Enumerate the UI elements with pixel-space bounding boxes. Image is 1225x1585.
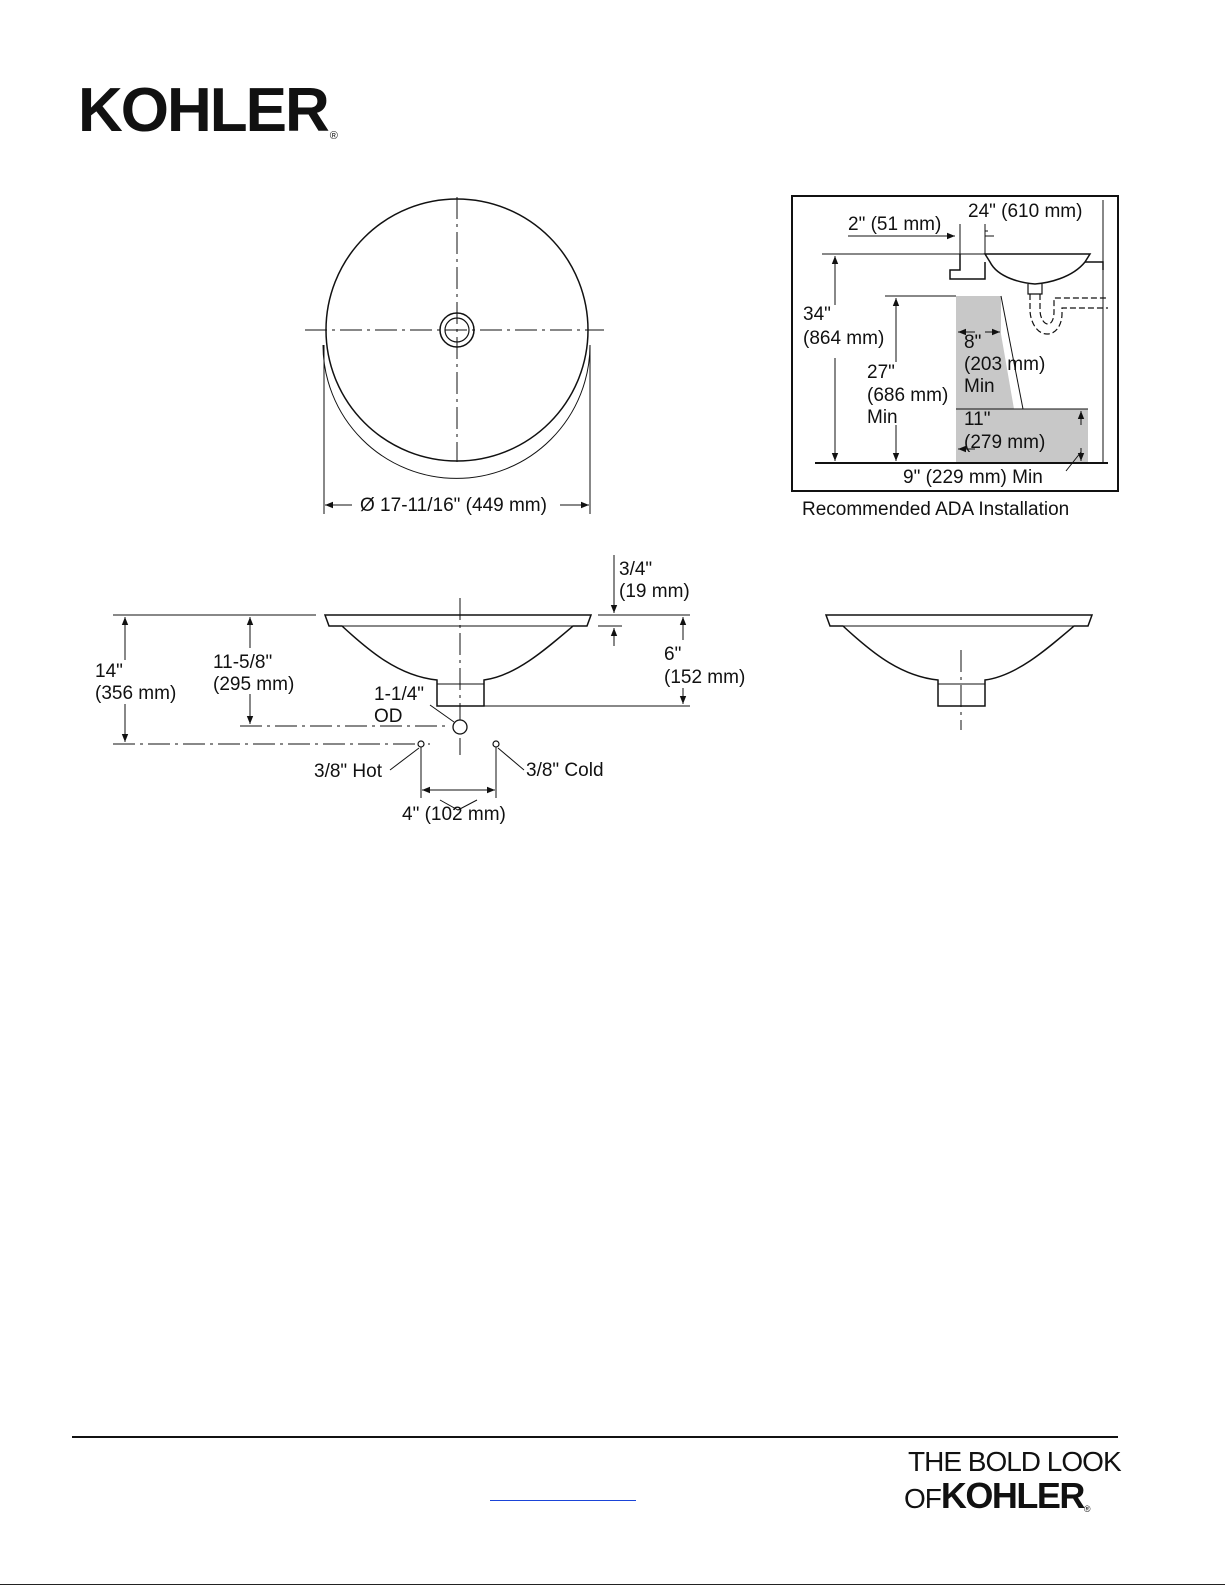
ada-34-label-a: 34" xyxy=(803,304,831,325)
ada-caption: Recommended ADA Installation xyxy=(802,499,1069,521)
ada-34-label-b: (864 mm) xyxy=(803,328,884,349)
ada-27-label-a: 27" xyxy=(867,362,895,383)
ada-drain xyxy=(1028,284,1042,294)
ada-8-label-a: 8" xyxy=(964,332,981,353)
tagline-brand: KOHLER xyxy=(941,1475,1084,1516)
rim-label-b: (19 mm) xyxy=(619,581,690,602)
spacing-label: 4" (102 mm) xyxy=(402,804,506,825)
ada-9-label: 9" (229 mm) Min xyxy=(903,467,1043,488)
ada-8-label-b: (203 mm) xyxy=(964,354,1045,375)
cold-supply xyxy=(493,741,499,747)
ada-24-label: 24" (610 mm) xyxy=(968,201,1082,222)
top-view xyxy=(305,197,604,514)
od-label-b: OD xyxy=(374,706,403,727)
ada-trap xyxy=(1030,294,1108,334)
ada-11-label-a: 11" xyxy=(964,409,990,430)
footer-link[interactable] xyxy=(490,1497,636,1501)
tagline-of: OF xyxy=(904,1483,941,1514)
hot-supply xyxy=(418,741,424,747)
drain-outlet xyxy=(453,720,467,734)
ada-basin xyxy=(985,254,1090,284)
h14-label-a: 14" xyxy=(95,661,123,682)
h11-label-a: 11-5/8" xyxy=(213,652,272,673)
depth-label-a: 6" xyxy=(664,644,681,665)
counter-edge xyxy=(950,254,985,279)
diameter-label: Ø 17-11/16" (449 mm) xyxy=(360,495,547,516)
side-basin xyxy=(325,615,591,706)
tagline-line1: THE BOLD LOOK xyxy=(908,1448,1121,1476)
cold-label: 3/8" Cold xyxy=(526,760,604,781)
tagline-line2: OFKOHLER® xyxy=(904,1478,1091,1514)
hot-leader xyxy=(390,748,419,770)
profile-basin xyxy=(826,615,1092,706)
ada-27-label-c: Min xyxy=(867,407,898,428)
footer-rule xyxy=(72,1436,1118,1438)
h11-label-b: (295 mm) xyxy=(213,674,294,695)
ada-2-label: 2" (51 mm) xyxy=(848,214,941,235)
depth-label-b: (152 mm) xyxy=(664,667,745,688)
ada-trap-inner xyxy=(1040,294,1108,324)
od-label-a: 1-1/4" xyxy=(374,684,424,705)
ada-27-label-b: (686 mm) xyxy=(867,385,948,406)
tagline-reg: ® xyxy=(1084,1504,1091,1514)
od-leader xyxy=(430,705,454,722)
rim-label-a: 3/4" xyxy=(619,559,652,580)
profile-view xyxy=(826,615,1092,730)
ada-11-label-b: (279 mm) xyxy=(964,432,1045,453)
cold-leader xyxy=(498,748,524,770)
counter-right xyxy=(1083,262,1103,270)
ada-8-label-c: Min xyxy=(964,376,995,397)
hot-label: 3/8" Hot xyxy=(314,761,383,782)
h14-label-b: (356 mm) xyxy=(95,683,176,704)
